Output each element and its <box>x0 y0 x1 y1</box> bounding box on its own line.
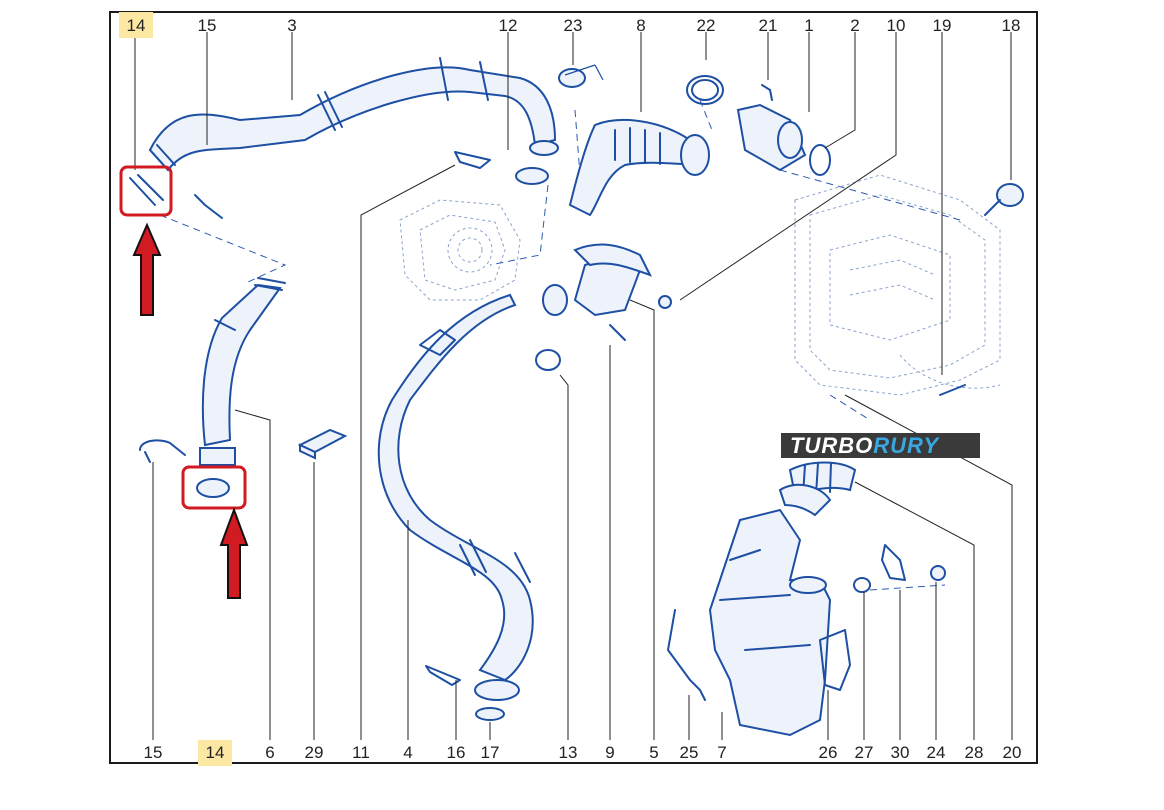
callout-bottom: 29 <box>305 743 324 762</box>
part-25-bracket <box>667 609 706 701</box>
callout-bottom: 5 <box>649 743 658 762</box>
part-3-upper-hose <box>148 57 559 172</box>
callout-top: 8 <box>636 16 645 35</box>
logo-text-turbo: TURBO <box>790 433 873 458</box>
callout-bottom: 9 <box>605 743 614 762</box>
part-1-sensor <box>736 103 807 172</box>
part-14-seal-upper <box>129 174 164 206</box>
callout-bottom: 20 <box>1003 743 1022 762</box>
callouts-top: 14 15 3 12 23 8 22 21 1 2 10 19 18 <box>127 16 1021 35</box>
turborury-logo: TURBORURY <box>781 433 980 458</box>
bracket-near-hose <box>419 329 456 356</box>
callout-bottom: 24 <box>927 743 946 762</box>
callout-top: 18 <box>1002 16 1021 35</box>
callout-top: 10 <box>887 16 906 35</box>
part-19-bolt <box>939 384 966 396</box>
part-28-connector <box>778 483 832 517</box>
callout-bottom: 17 <box>481 743 500 762</box>
red-arrow-upper <box>132 222 162 316</box>
part-22-clamp <box>686 75 724 105</box>
part-12-o-ring <box>515 167 549 185</box>
callout-top: 15 <box>198 16 217 35</box>
callout-top: 19 <box>933 16 952 35</box>
assembly-dashed-lines <box>159 99 961 591</box>
callout-top: 12 <box>499 16 518 35</box>
part-11-clip <box>454 151 491 169</box>
part-23-clamp <box>558 64 604 88</box>
callout-bottom: 11 <box>352 743 370 762</box>
callout-top: 2 <box>850 16 859 35</box>
callout-bottom: 16 <box>447 743 466 762</box>
turbo-housing-outline <box>399 199 521 301</box>
part-15-clip-upper <box>194 194 223 219</box>
callout-bottom: 4 <box>403 743 412 762</box>
part-27-washer <box>853 577 871 593</box>
callout-14-highlight-top <box>119 12 153 38</box>
leader-lines <box>134 32 1013 740</box>
svg-text:TURBORURY: TURBORURY <box>790 433 940 458</box>
callout-bottom: 25 <box>680 743 699 762</box>
callout-bottom: 30 <box>891 743 910 762</box>
red-marker-box-lower <box>181 465 247 510</box>
callout-bottom: 27 <box>855 743 874 762</box>
callout-bottom: 7 <box>717 743 726 762</box>
part-13-clamp <box>535 349 561 371</box>
callout-14-highlight-bottom <box>198 740 232 766</box>
callout-bottom: 6 <box>265 743 274 762</box>
logo-text-rury: RURY <box>873 433 940 458</box>
red-arrow-lower <box>219 507 249 599</box>
part-18-grommet <box>984 183 1024 216</box>
callout-bottom: 14 <box>206 743 225 762</box>
part-30-mount <box>881 544 906 581</box>
part-6-lower-pipe <box>199 277 286 466</box>
part-15-clip-lower <box>139 439 186 463</box>
part-21-screw <box>761 84 773 101</box>
callout-top: 3 <box>287 16 296 35</box>
callout-bottom: 28 <box>965 743 984 762</box>
callout-top: 14 <box>127 16 146 35</box>
engine-block-outline <box>794 174 1001 396</box>
callout-top: 23 <box>564 16 583 35</box>
part-29-block <box>297 428 348 460</box>
callout-top: 22 <box>697 16 716 35</box>
part-7-air-filter-box <box>708 508 832 737</box>
part-9-screw <box>609 324 626 341</box>
part-14-o-ring-lower <box>196 478 230 498</box>
red-marker-box-upper <box>119 165 173 217</box>
callouts-bottom: 15 14 6 29 11 4 16 17 13 9 5 25 7 26 27 … <box>144 743 1022 762</box>
callout-bottom: 13 <box>559 743 578 762</box>
part-16-clip <box>425 665 461 686</box>
callout-top: 21 <box>759 16 778 35</box>
callout-bottom: 15 <box>144 743 163 762</box>
part-26-bracket <box>819 629 851 691</box>
part-24-nut <box>930 565 946 581</box>
part-4-long-hose <box>377 293 534 721</box>
callout-top: 1 <box>804 16 813 35</box>
callout-bottom: 26 <box>819 743 838 762</box>
part-8-intake-pipe <box>568 119 710 217</box>
part-5-throttle-body <box>542 243 672 317</box>
part-2-o-ring <box>809 144 831 176</box>
